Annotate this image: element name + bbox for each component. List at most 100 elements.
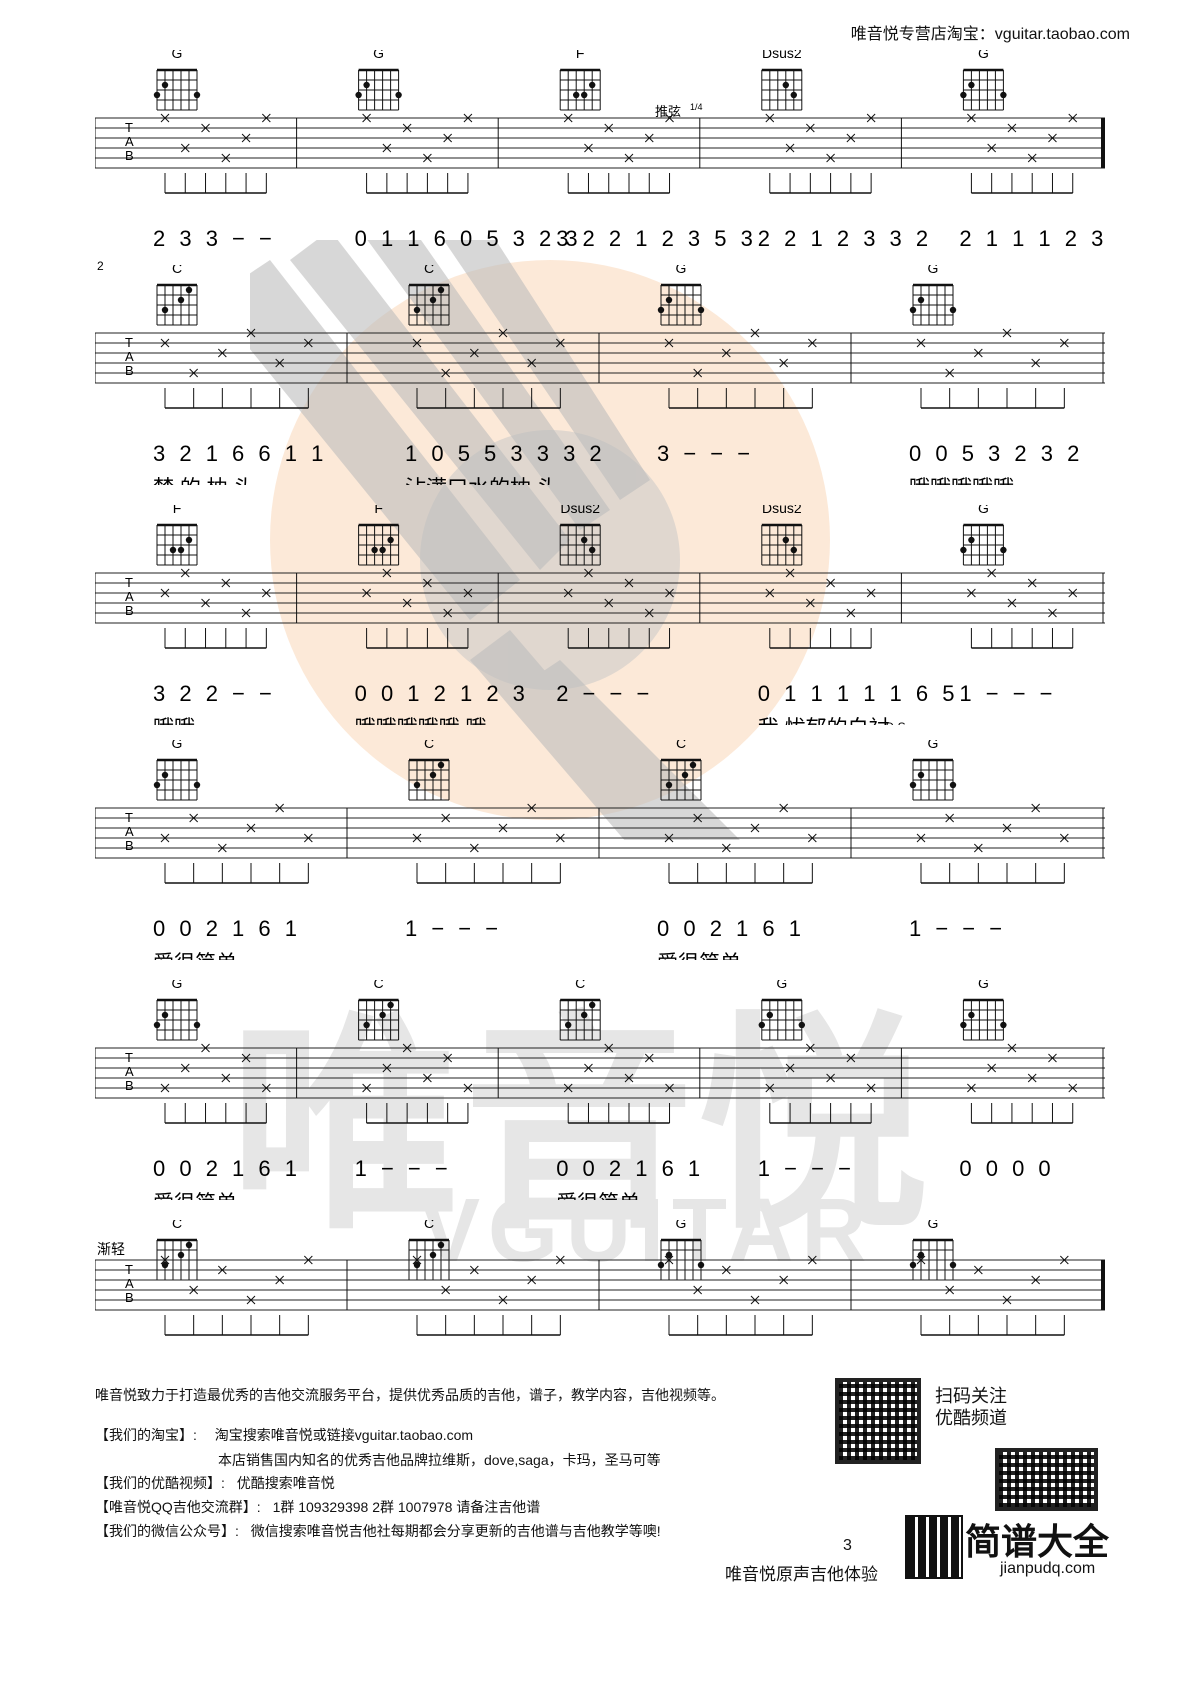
tab-note-x — [693, 813, 703, 823]
tab-note-x — [563, 113, 573, 123]
tab-note-x — [1048, 133, 1057, 143]
tab-note-x — [160, 338, 170, 348]
tab-note-x — [221, 1073, 231, 1083]
jianpu-measure: 3 2 1 6 6 1 1 — [153, 441, 327, 466]
tab-note-x — [261, 588, 271, 598]
chord-name: G — [676, 265, 687, 276]
tab-note-x — [624, 578, 634, 588]
tab-note-x — [362, 113, 371, 123]
tab-note-x — [1031, 358, 1041, 368]
tab-note-x — [275, 1275, 285, 1285]
lyric-line: 梦 的 枕 头 — [153, 477, 255, 485]
chord-name: G — [172, 740, 183, 751]
tab-note-x — [807, 1255, 817, 1265]
tab-note-x — [973, 348, 983, 358]
jianpu-measure: 1 − − − — [959, 681, 1056, 706]
tab-note-x — [180, 568, 190, 578]
chord-name: G — [776, 980, 787, 991]
tab-note-x — [382, 1063, 392, 1073]
tab-note-x — [201, 1043, 210, 1053]
tab-note-x — [441, 813, 451, 823]
tab-clef: T — [125, 575, 133, 590]
jianpu-measure: 0 0 1 2 1 2 3 — [355, 681, 529, 706]
tab-clef: A — [125, 134, 134, 149]
tab-note-x — [1031, 1275, 1041, 1285]
piano-logo-icon — [905, 1515, 963, 1579]
tab-note-x — [382, 143, 392, 153]
tab-note-x — [1068, 588, 1078, 598]
jianpu-measure: 0 0 2 1 6 1 — [657, 916, 805, 941]
footer-wechat-label: 【我们的微信公众号】: — [95, 1523, 239, 1539]
tab-note-x — [866, 113, 876, 123]
tab-note-x — [967, 588, 976, 598]
tab-note-x — [527, 803, 537, 813]
bend-amount: 1/4 — [690, 102, 703, 112]
tab-note-x — [217, 348, 227, 358]
tab-note-x — [221, 578, 231, 588]
tab-clef: T — [125, 120, 133, 135]
tab-note-x — [584, 568, 593, 578]
tab-note-x — [973, 843, 983, 853]
qr-caption-1: 扫码关注 — [935, 1386, 1007, 1406]
tab-note-x — [967, 113, 976, 123]
tab-note-x — [945, 368, 955, 378]
tab-clef: B — [125, 148, 134, 163]
tab-clef: T — [125, 810, 133, 825]
tab-note-x — [604, 1043, 614, 1053]
tab-note-x — [826, 1073, 835, 1083]
tab-note-x — [402, 123, 412, 133]
tab-note-x — [664, 338, 674, 348]
tab-note-x — [1027, 153, 1037, 163]
jianpu-measure: 2 3 3 − − — [153, 226, 276, 251]
chord-diagram: G — [909, 1220, 957, 1281]
chord-diagram: G — [657, 1220, 705, 1281]
tab-note-x — [189, 1285, 199, 1295]
footer-qq-text: 1群 109329398 2群 1007978 请备注吉他谱 — [272, 1499, 541, 1515]
jianpu-measure: 2 1 1 1 2 3 5 3 : — [959, 226, 1105, 251]
chord-diagram: C — [660, 740, 702, 801]
tab-note-x — [644, 1053, 654, 1063]
tab-note-x — [1059, 338, 1069, 348]
jianpu-measure: 0 0 0 0 — [959, 1156, 1054, 1181]
tab-note-x — [441, 1285, 451, 1295]
tab-note-x — [1068, 1083, 1078, 1093]
jianpu-measure: 3 2 2 − − — [153, 681, 276, 706]
footer-brands: 本店销售国内知名的优秀吉他品牌拉维斯，dove,saga，卡玛，圣马可等 — [218, 1452, 661, 1468]
tab-note-x — [555, 833, 565, 843]
tab-note-x — [382, 568, 392, 578]
tab-clef: B — [125, 363, 134, 378]
footer-taobao: 【我们的淘宝】: 淘宝搜索唯音悦或链接vguitar.taobao.com — [95, 1425, 473, 1445]
tab-note-x — [604, 598, 614, 608]
tab-note-x — [807, 833, 817, 843]
chord-diagram: G — [355, 50, 402, 111]
tab-note-x — [217, 843, 227, 853]
tab-note-x — [1002, 328, 1012, 338]
tab-note-x — [463, 113, 473, 123]
chord-name: G — [172, 50, 183, 61]
chord-name: F — [173, 505, 182, 516]
chord-name: C — [676, 740, 686, 751]
chord-name: G — [928, 265, 939, 276]
tab-note-x — [866, 1083, 876, 1093]
tab-note-x — [1068, 113, 1078, 123]
tab-note-x — [412, 338, 422, 348]
tab-note-x — [1048, 608, 1057, 618]
tab-clef: B — [125, 838, 134, 853]
qr-code-youku — [835, 1378, 921, 1464]
dynamic-mark: 渐轻 — [97, 1241, 125, 1257]
footer-wechat: 【我们的微信公众号】: 微信搜索唯音悦吉他社每期都会分享更新的吉他谱与吉他教学等… — [95, 1521, 661, 1541]
chord-diagram: Dsus2 — [761, 505, 803, 566]
tab-note-x — [1059, 833, 1069, 843]
tab-clef: T — [125, 335, 133, 350]
chord-name: C — [424, 1220, 434, 1231]
tab-note-x — [201, 598, 210, 608]
tab-note-x — [805, 598, 815, 608]
brand-name: 简谱大全 — [965, 1521, 1110, 1562]
chord-diagram: C — [408, 740, 450, 801]
chord-diagram: G — [657, 265, 705, 326]
tab-note-x — [160, 113, 170, 123]
footer-intro: 唯音悦致力于打造最优秀的吉他交流服务平台，提供优秀品质的吉他，谱子，教学内容，吉… — [95, 1387, 725, 1403]
chord-name: F — [374, 505, 383, 516]
lyric-line: 哦哦哦哦哦 — [909, 477, 1014, 485]
